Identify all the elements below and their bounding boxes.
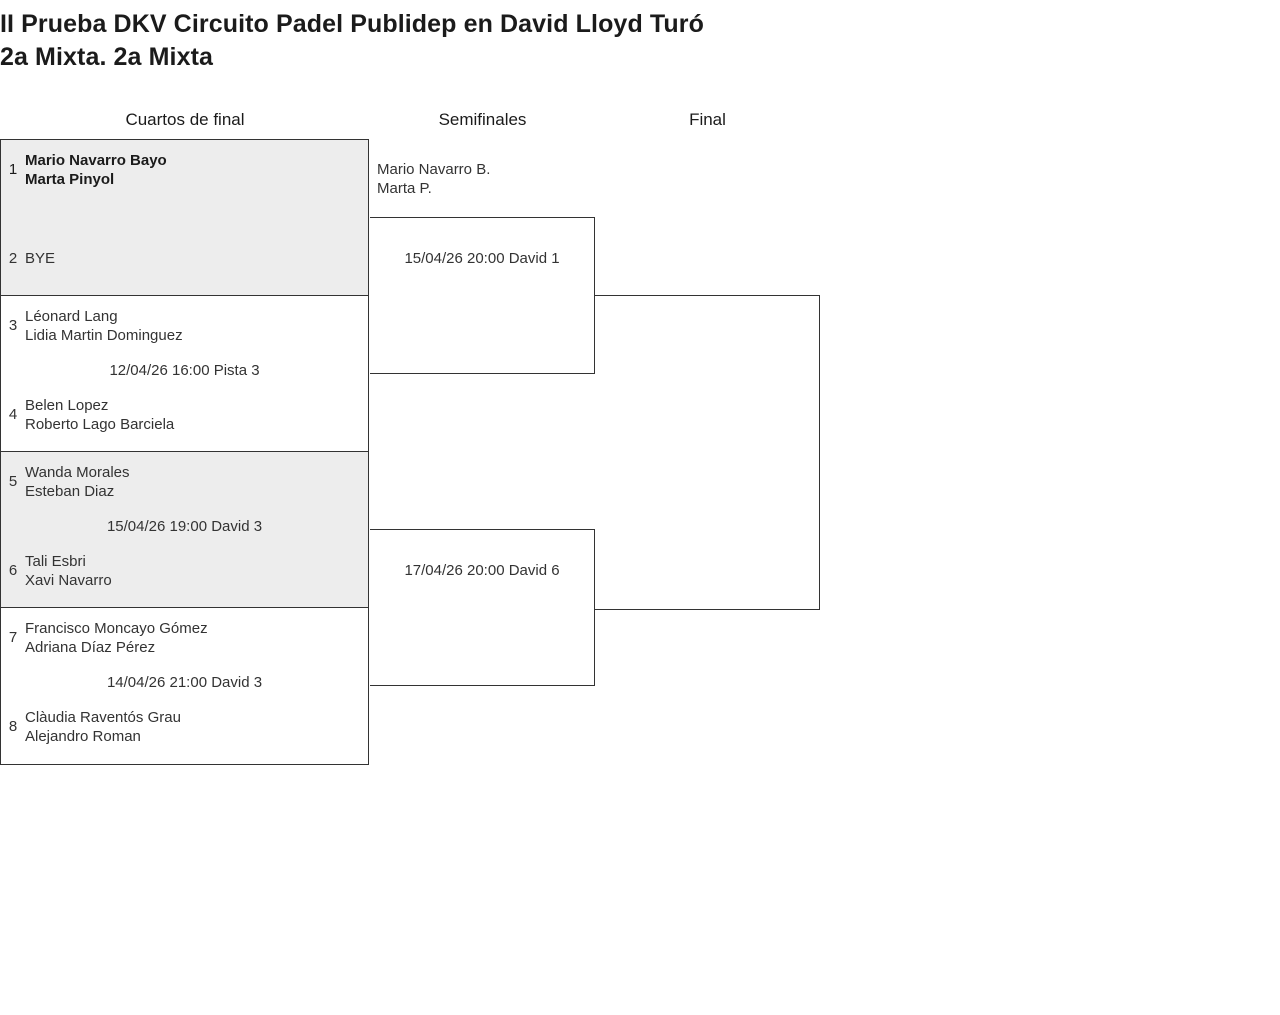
player-name: Marta Pinyol — [25, 170, 115, 188]
bracket-slot[interactable]: 8 Clàudia Raventós Grau Alejandro Roman — [1, 708, 368, 750]
player-name: Alejandro Roman — [25, 727, 141, 745]
seed-number: 4 — [8, 406, 18, 423]
match-schedule: 12/04/26 16:00 Pista 3 — [109, 362, 260, 379]
match-schedule: 14/04/26 21:00 David 3 — [106, 674, 263, 691]
bracket-match[interactable]: 1 Mario Navarro Bayo Marta Pinyol 2 BYE — [1, 140, 368, 296]
player-name: Belen Lopez — [25, 397, 109, 414]
player-name: Wanda Morales — [25, 464, 130, 481]
seed-number: 6 — [8, 562, 18, 579]
player-name: Léonard Lang — [25, 308, 118, 325]
player-name: Marta P. — [377, 179, 432, 197]
player-name: Xavi Navarro — [25, 571, 112, 589]
team-names: BYE — [25, 240, 55, 268]
bracket-match[interactable]: 7 Francisco Moncayo Gómez Adriana Díaz P… — [1, 608, 368, 764]
tournament-name: II Prueba DKV Circuito Padel Publidep en… — [0, 10, 704, 38]
page-title: II Prueba DKV Circuito Padel Publidep en… — [0, 8, 1240, 74]
team-names: Francisco Moncayo Gómez Adriana Díaz Pér… — [25, 619, 208, 657]
bracket-match[interactable]: 15/04/26 20:00 David 1 — [370, 217, 595, 374]
player-name: Roberto Lago Barciela — [25, 415, 175, 433]
round-header-semifinals: Semifinales — [438, 110, 527, 129]
team-names: Belen Lopez Roberto Lago Barciela — [25, 396, 174, 434]
bracket-slot[interactable]: 5 Wanda Morales Esteban Diaz — [1, 463, 368, 505]
team-names: Mario Navarro Bayo Marta Pinyol — [25, 151, 167, 189]
round-header-final: Final — [689, 110, 726, 129]
bracket-match[interactable]: 17/04/26 20:00 David 6 — [370, 529, 595, 686]
bracket-slot[interactable]: 7 Francisco Moncayo Gómez Adriana Díaz P… — [1, 619, 368, 661]
seed-number: 5 — [8, 473, 18, 490]
tournament-category: 2a Mixta. 2a Mixta — [0, 43, 214, 71]
player-name: Esteban Diaz — [25, 482, 115, 500]
bracket-slot[interactable]: 1 Mario Navarro Bayo Marta Pinyol — [1, 151, 368, 193]
team-names: Tali Esbri Xavi Navarro — [25, 552, 112, 590]
bracket-match[interactable]: 5 Wanda Morales Esteban Diaz 15/04/26 19… — [1, 452, 368, 608]
match-schedule: 15/04/26 19:00 David 3 — [106, 518, 263, 535]
bracket-match[interactable]: 3 Léonard Lang Lidia Martin Dominguez 12… — [1, 296, 368, 452]
player-name: Clàudia Raventós Grau — [25, 709, 181, 726]
bracket-slot[interactable]: Mario Navarro B. Marta P. — [377, 161, 490, 198]
bracket-slot[interactable]: 3 Léonard Lang Lidia Martin Dominguez — [1, 307, 368, 349]
bracket-slot[interactable]: 6 Tali Esbri Xavi Navarro — [1, 552, 368, 594]
player-name: Lidia Martin Dominguez — [25, 326, 183, 344]
team-names: Léonard Lang Lidia Martin Dominguez — [25, 307, 183, 345]
player-name: Mario Navarro Bayo — [25, 152, 167, 169]
seed-number: 2 — [8, 250, 18, 267]
team-names: Clàudia Raventós Grau Alejandro Roman — [25, 708, 181, 746]
round-header-quarter-finals: Cuartos de final — [125, 110, 245, 129]
quarter-finals-column: 1 Mario Navarro Bayo Marta Pinyol 2 BYE … — [0, 139, 369, 765]
seed-number: 7 — [8, 629, 18, 646]
player-name: Francisco Moncayo Gómez — [25, 620, 208, 637]
bracket-match[interactable] — [595, 295, 820, 610]
match-schedule: 15/04/26 20:00 David 1 — [404, 250, 560, 267]
team-names: Wanda Morales Esteban Diaz — [25, 463, 130, 501]
seed-number: 1 — [8, 161, 18, 178]
player-name: Tali Esbri — [25, 553, 86, 570]
seed-number: 8 — [8, 718, 18, 735]
player-name: BYE — [25, 250, 56, 267]
bracket-slot[interactable]: 2 BYE — [1, 240, 368, 282]
seed-number: 3 — [8, 317, 18, 334]
player-name: Adriana Díaz Pérez — [25, 638, 156, 656]
bracket-slot[interactable]: 4 Belen Lopez Roberto Lago Barciela — [1, 396, 368, 438]
player-name: Mario Navarro B. — [377, 161, 491, 178]
match-schedule: 17/04/26 20:00 David 6 — [404, 562, 560, 579]
